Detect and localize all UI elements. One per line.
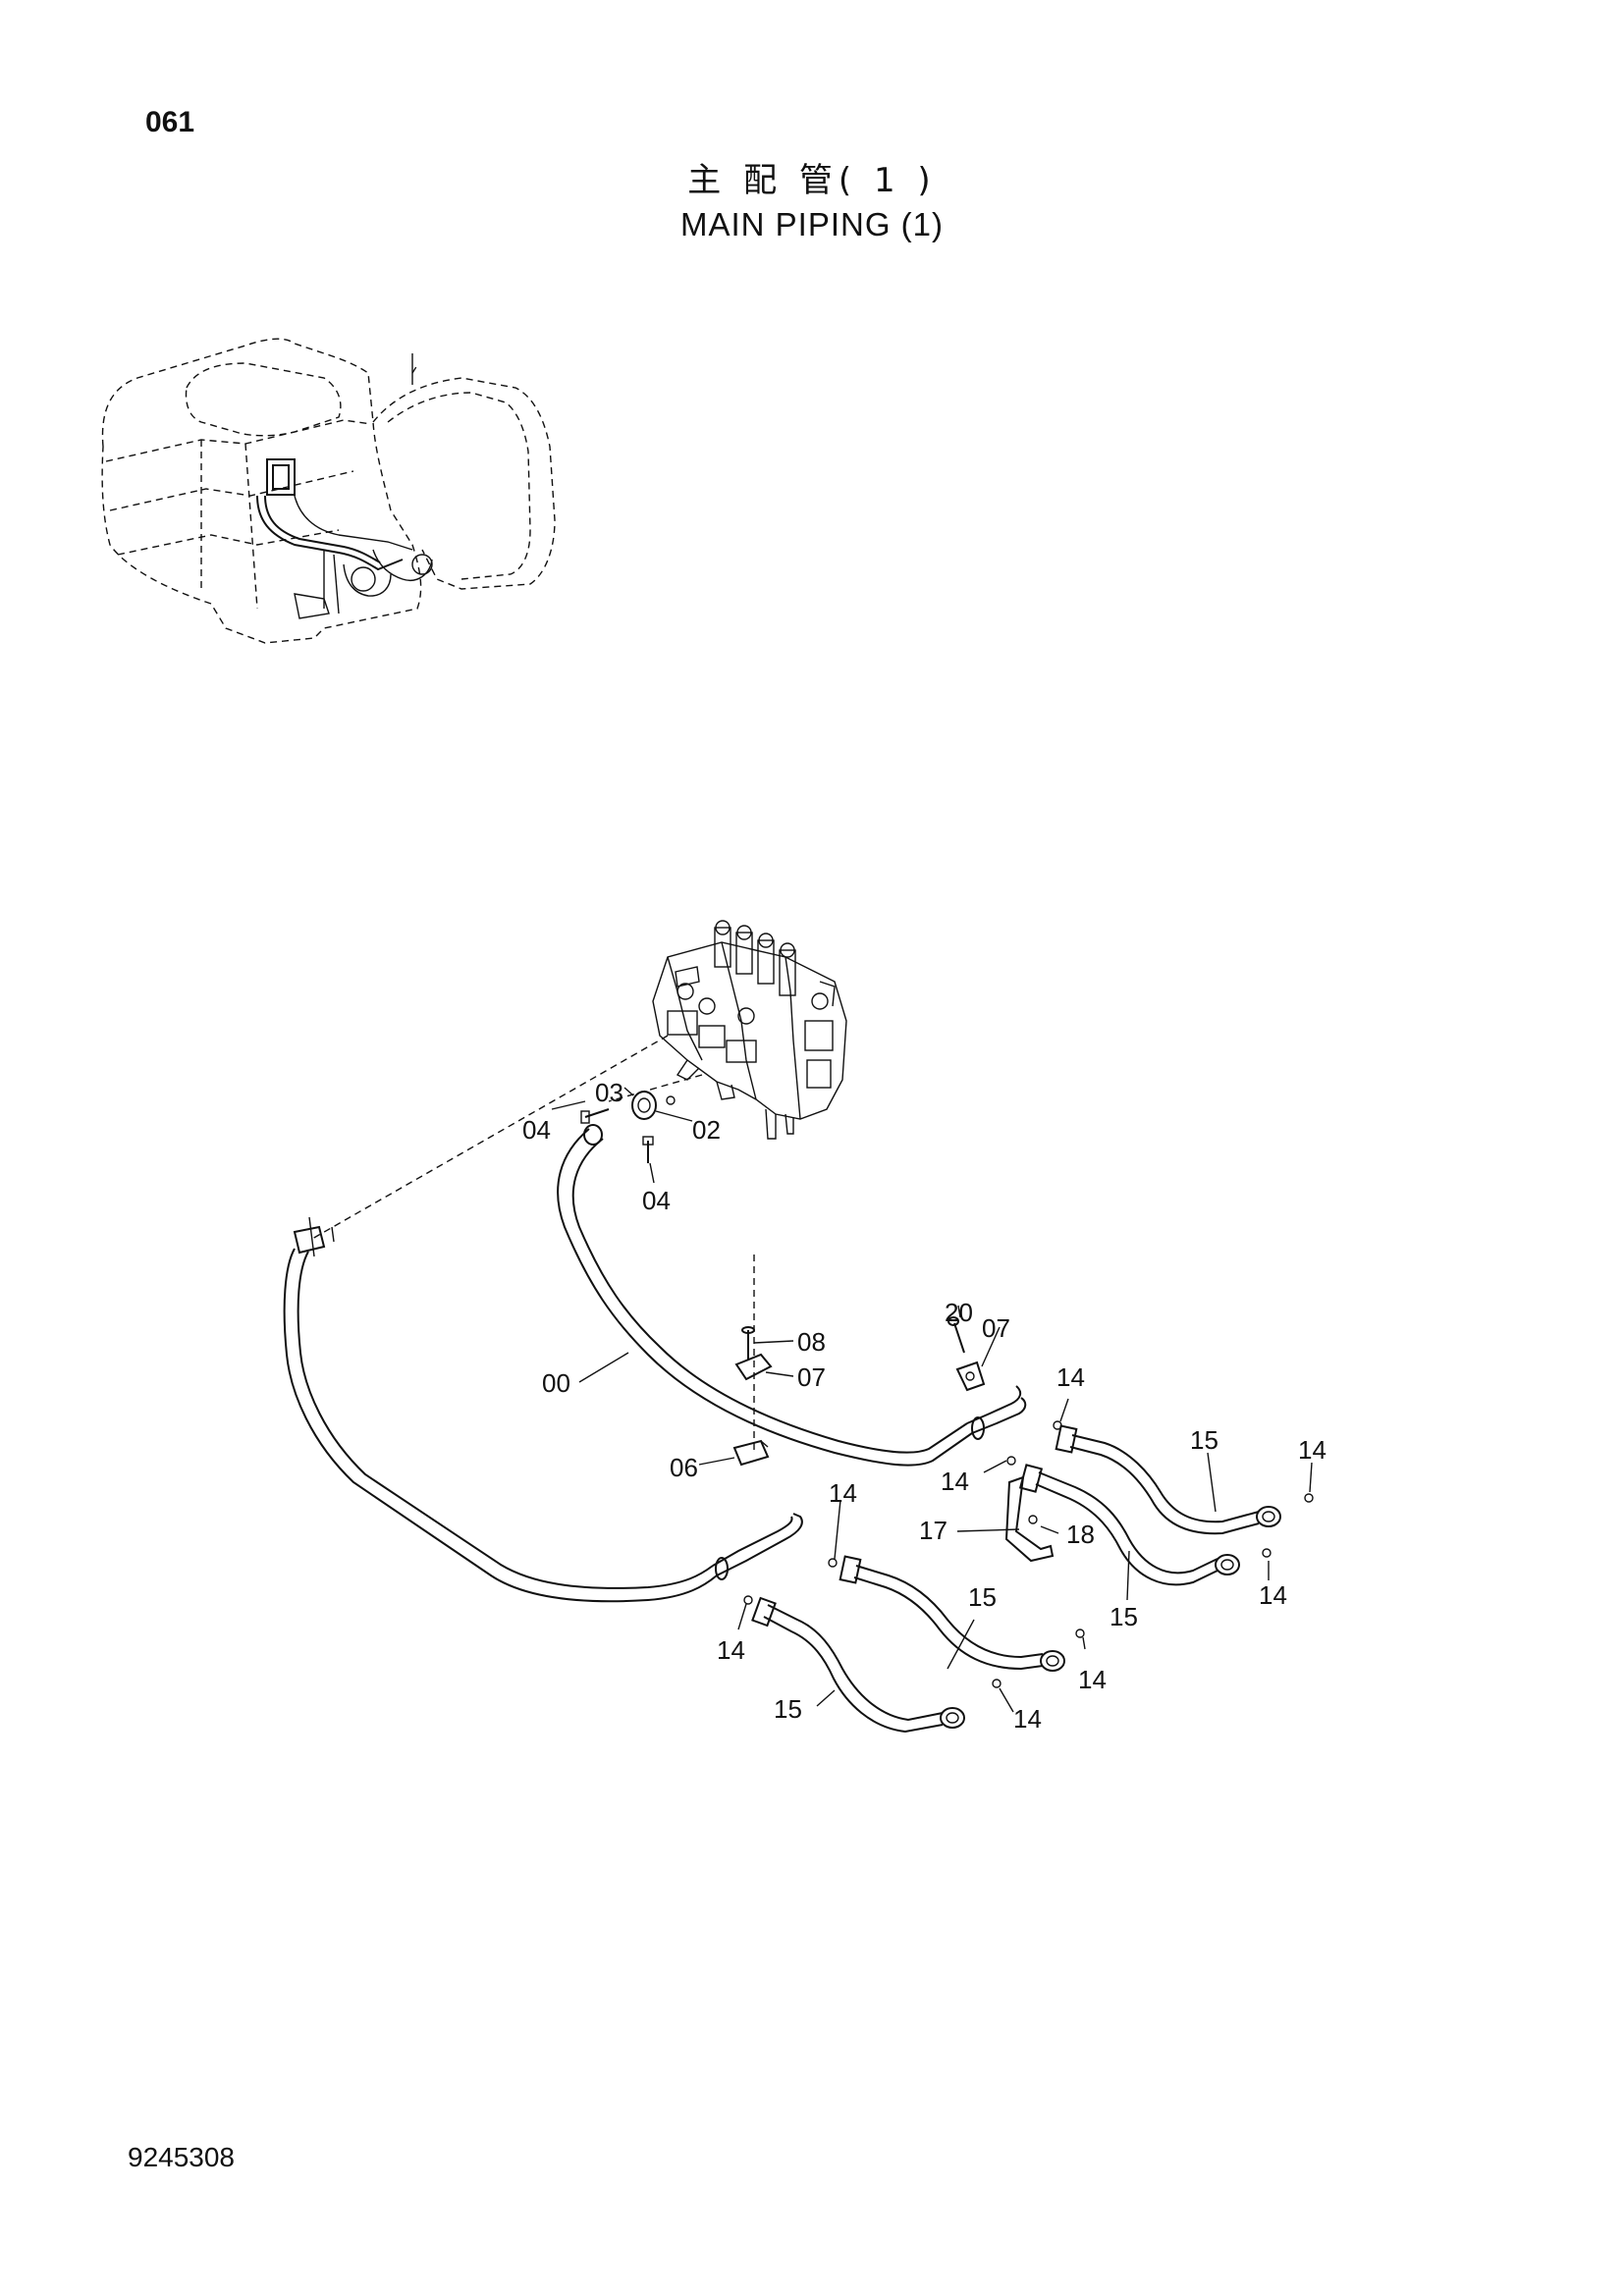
callout-00: 00 — [542, 1368, 570, 1398]
callout-04-lower: 04 — [642, 1186, 671, 1215]
center-main-pipe — [557, 1124, 1027, 1467]
alignment-line-center — [608, 1074, 703, 1102]
left-main-pipe — [283, 1216, 803, 1603]
callout-14-lower-center: 14 — [1078, 1665, 1107, 1694]
callout-07-upper: 07 — [982, 1313, 1010, 1343]
leader-lines — [551, 1087, 1313, 1713]
page-title-chinese: 主 配 管( 1 ) — [687, 161, 937, 200]
control-valve — [652, 920, 847, 1140]
callout-20: 20 — [945, 1298, 973, 1327]
document-number: 9245308 — [128, 2142, 236, 2172]
callout-15-left: 15 — [774, 1694, 802, 1724]
right-hoses — [1006, 1420, 1314, 1586]
alignment-line-left — [311, 1035, 669, 1240]
callout-15-center: 15 — [968, 1582, 997, 1612]
upper-right-bracket — [947, 1316, 986, 1392]
callout-08: 08 — [797, 1327, 826, 1357]
callout-15-right-lower: 15 — [1110, 1602, 1138, 1631]
callout-14-bottom: 14 — [1013, 1704, 1042, 1734]
valve-flange-assembly — [580, 1091, 676, 1163]
callout-14-left: 14 — [717, 1635, 745, 1665]
callout-03: 03 — [595, 1078, 623, 1107]
callout-15-right-upper: 15 — [1190, 1425, 1218, 1455]
callout-17: 17 — [919, 1516, 947, 1545]
callout-14-top: 14 — [1056, 1362, 1085, 1392]
callout-07-lower: 07 — [797, 1362, 826, 1392]
callout-14-right-lower: 14 — [1259, 1580, 1287, 1610]
lower-left-hoses — [743, 1555, 1085, 1734]
page-number: 061 — [145, 106, 195, 138]
callout-18: 18 — [1066, 1520, 1095, 1549]
callout-04-upper: 04 — [522, 1115, 551, 1145]
callout-14-center: 14 — [941, 1467, 969, 1496]
callout-02: 02 — [692, 1115, 721, 1145]
callout-14-far-right: 14 — [1298, 1435, 1326, 1465]
clamp-bracket-assembly — [732, 1326, 773, 1467]
hose-support-bracket — [1004, 1475, 1055, 1563]
machine-overview-illustration — [101, 338, 556, 644]
callout-14-upper-left-hose: 14 — [829, 1478, 857, 1508]
callout-06: 06 — [670, 1453, 698, 1482]
callout-labels: 03 04 02 04 20 07 08 07 00 14 15 14 06 1… — [522, 1078, 1326, 1734]
page-title-english: MAIN PIPING (1) — [679, 206, 945, 242]
